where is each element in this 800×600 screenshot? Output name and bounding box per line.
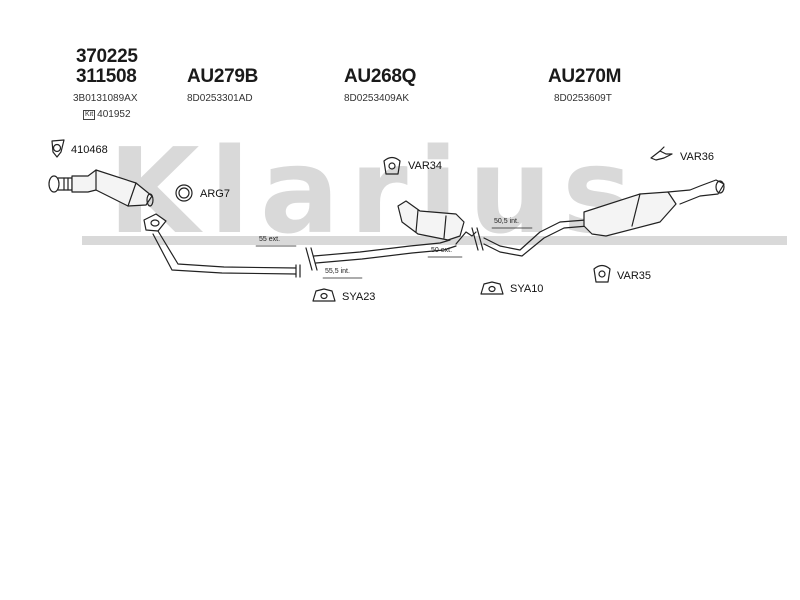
gasket-icon (51, 139, 65, 158)
mount-var35-icon (593, 264, 611, 283)
part-code-catalyst-alt: 311508 (76, 66, 137, 87)
label-mount-rear: VAR36 (680, 151, 715, 163)
label-clamp: ARG7 (200, 188, 230, 200)
clamp-icon (175, 184, 193, 202)
middle-silencer-icon (397, 200, 477, 245)
joint-mark (471, 227, 484, 251)
dimension-label: 50,5 int. (494, 218, 519, 225)
front-flange-icon (143, 213, 167, 232)
mount-var34-icon (383, 156, 401, 175)
part-code-front-pipe: AU279B (187, 66, 259, 87)
label-gasket: 410468 (71, 144, 108, 156)
gasket-hole (52, 143, 62, 153)
oem-ref-rear-silencer: 8D0253609T (554, 93, 612, 104)
part-code-catalyst: 370225 (76, 46, 138, 67)
watermark-bar (82, 236, 787, 245)
oem-ref-middle-silencer: 8D0253409AK (344, 93, 410, 104)
oem-ref-catalyst: 3B0131089AX (73, 93, 138, 104)
label-mount-front: VAR34 (408, 160, 443, 172)
bracket-sya10-icon (480, 281, 504, 295)
dimension-label: 55 ext. (259, 236, 281, 243)
joint-mark (305, 247, 318, 271)
dimension-label: 50 ext. (431, 247, 453, 254)
catalytic-converter-icon (48, 169, 154, 207)
kit-number-value: 401952 (97, 109, 131, 120)
middle-pipe (313, 239, 451, 257)
label-mount-tail: VAR35 (617, 270, 652, 282)
part-code-middle-silencer: AU268Q (344, 66, 417, 87)
kit-icon: Kit (83, 110, 96, 120)
oem-ref-front-pipe: 8D0253301AD (187, 93, 253, 104)
rear-silencer-icon (583, 179, 725, 237)
bracket-sya23-icon (312, 288, 336, 302)
dimension-label: 55,5 int. (325, 268, 350, 275)
label-bracket-rear: SYA10 (510, 283, 544, 295)
label-bracket-mid: SYA23 (342, 291, 376, 303)
front-pipe (157, 230, 297, 269)
part-code-rear-silencer: AU270M (548, 66, 622, 87)
rear-pipe (483, 219, 587, 251)
mount-var36-icon (650, 146, 673, 161)
